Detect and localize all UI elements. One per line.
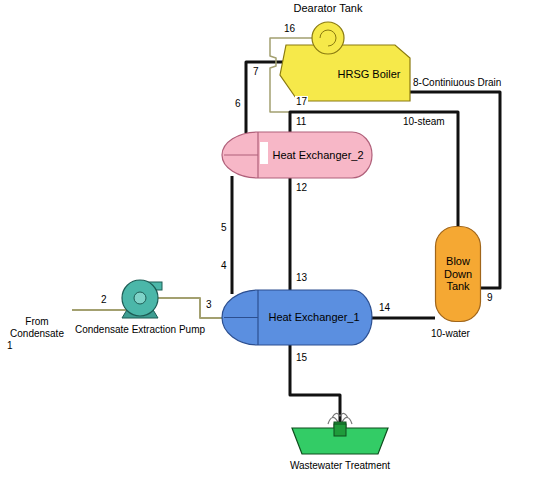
hrsg-boiler: HRSG Boiler	[280, 45, 410, 101]
heat-exchanger: Heat Exchanger_2	[222, 132, 372, 179]
callout-number: 11	[295, 116, 307, 128]
stream-name: 10-steam	[402, 116, 446, 128]
node-label: Blow Down Tank	[435, 226, 481, 322]
sight-window	[260, 142, 268, 164]
callout-number: 13	[295, 272, 308, 284]
callout-number: 5	[220, 222, 228, 234]
callout-number: 9	[486, 292, 494, 304]
pass-partition	[224, 317, 258, 318]
callout-number: 16	[283, 23, 296, 35]
process-stream	[158, 298, 223, 318]
deaerator-tank: Dearator Tank	[268, 0, 388, 56]
node-label: HRSG Boiler	[330, 59, 408, 89]
callout-number: 6	[234, 98, 242, 110]
process-stream	[289, 178, 292, 291]
callout-number: 14	[378, 302, 391, 314]
exchanger-shell	[222, 132, 372, 178]
process-stream	[231, 176, 234, 294]
aerator-unit	[334, 424, 346, 436]
aerator-unit	[334, 422, 346, 436]
pump-hub	[134, 292, 146, 304]
process-stream	[290, 345, 340, 426]
node-label: Wastewater Treatment	[280, 458, 400, 474]
process-stream	[371, 317, 435, 320]
blow-down-tank: Blow Down Tank	[435, 226, 481, 323]
callout-number: 1	[6, 340, 14, 352]
boiler-body	[280, 45, 410, 101]
callout-number: 12	[295, 182, 308, 194]
condensate-inlet-line	[72, 309, 126, 311]
callout-number: 3	[205, 299, 213, 311]
pump-casing	[122, 280, 158, 316]
node-label: Condensate Extraction Pump	[70, 322, 210, 338]
callout-number: 7	[252, 66, 260, 78]
callout-number: 17	[295, 96, 308, 108]
callout-number: 4	[220, 260, 228, 272]
stream-name: 10-water	[430, 328, 471, 340]
callout-number: 15	[295, 352, 308, 364]
node-label: Heat Exchanger_2	[270, 132, 366, 178]
node-label: Heat Exchanger_1	[262, 290, 366, 345]
process-stream	[246, 62, 283, 133]
tank-shell	[312, 22, 344, 54]
exchanger-shell	[222, 290, 372, 345]
tank-detail	[320, 30, 336, 46]
heat-exchanger: Heat Exchanger_1	[222, 290, 372, 346]
stream-name: 8-Continiuous Drain	[412, 77, 502, 89]
condensate-pump: Condensate Extraction Pump	[70, 278, 210, 340]
pass-partition	[224, 154, 258, 155]
callout-number: 2	[100, 294, 108, 306]
tank-shell	[436, 227, 481, 322]
stream-source: From Condensate	[0, 316, 74, 339]
wastewater-treatment: Wastewater Treatment	[280, 410, 400, 476]
node-label: Dearator Tank	[268, 0, 388, 16]
